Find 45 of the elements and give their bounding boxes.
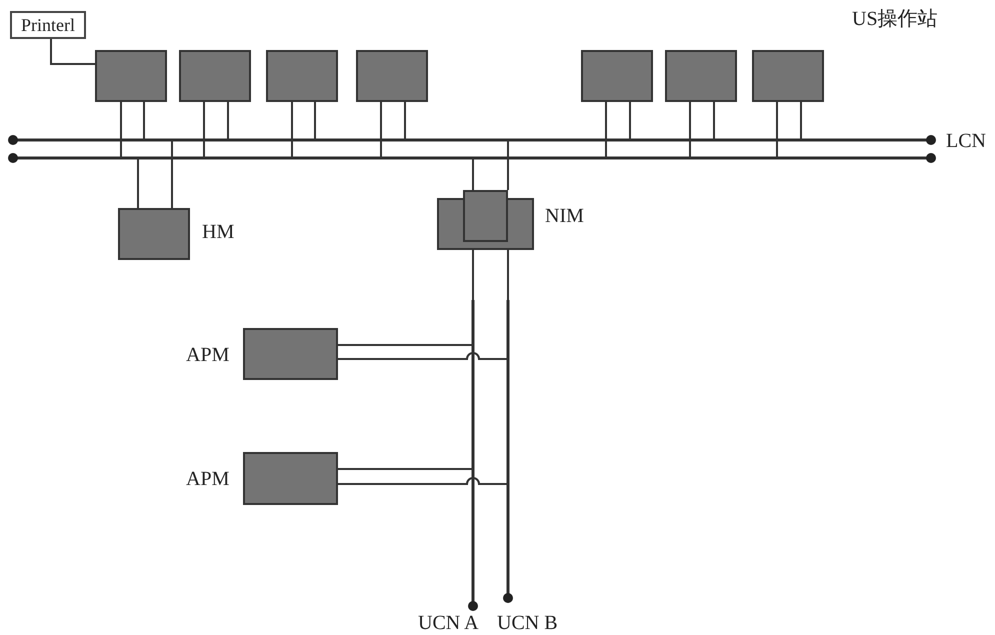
- connector-line: [203, 102, 205, 158]
- connector-line: [629, 102, 631, 140]
- connector-line: [472, 250, 474, 300]
- connector-line: [507, 140, 509, 190]
- connector-line: [472, 158, 474, 190]
- connector-line: [171, 140, 173, 208]
- station-box: [266, 50, 338, 102]
- connector-line: [338, 477, 508, 485]
- bus-line: [468, 300, 478, 611]
- connector-line: [143, 102, 145, 140]
- station-box: [179, 50, 251, 102]
- module-label: APM: [186, 344, 230, 366]
- station-box: [665, 50, 737, 102]
- connector-line: [713, 102, 715, 140]
- module-label: HM: [202, 221, 234, 243]
- module-label: NIM: [545, 205, 584, 227]
- module-label: APM: [186, 468, 230, 490]
- connector-line: [380, 102, 382, 158]
- bus-line: [503, 300, 513, 603]
- connector-line: [120, 102, 122, 158]
- station-box: [581, 50, 653, 102]
- connector-line: [291, 102, 293, 158]
- station-group-label: US操作站: [852, 8, 938, 30]
- connector-line: [314, 102, 316, 140]
- connector-line: [689, 102, 691, 158]
- connector-line: [338, 344, 473, 346]
- connector-line: [404, 102, 406, 140]
- connector-line: [227, 102, 229, 140]
- connector-line: [776, 102, 778, 158]
- connector-line: [507, 250, 509, 300]
- bus-label: UCN B: [497, 612, 558, 634]
- bus-line: [8, 153, 936, 163]
- station-box: [356, 50, 428, 102]
- connector-line: [137, 158, 139, 208]
- printer-box: Printerl: [10, 11, 86, 39]
- bus-line: [8, 135, 936, 145]
- bus-label: LCN: [946, 130, 986, 152]
- connector-line: [605, 102, 607, 158]
- bus-label: UCN A: [418, 612, 479, 634]
- connector-line: [338, 468, 473, 470]
- station-box: [95, 50, 167, 102]
- connector-line: [338, 352, 508, 360]
- connector-line: [800, 102, 802, 140]
- station-box: [752, 50, 824, 102]
- leader-line: [50, 39, 95, 65]
